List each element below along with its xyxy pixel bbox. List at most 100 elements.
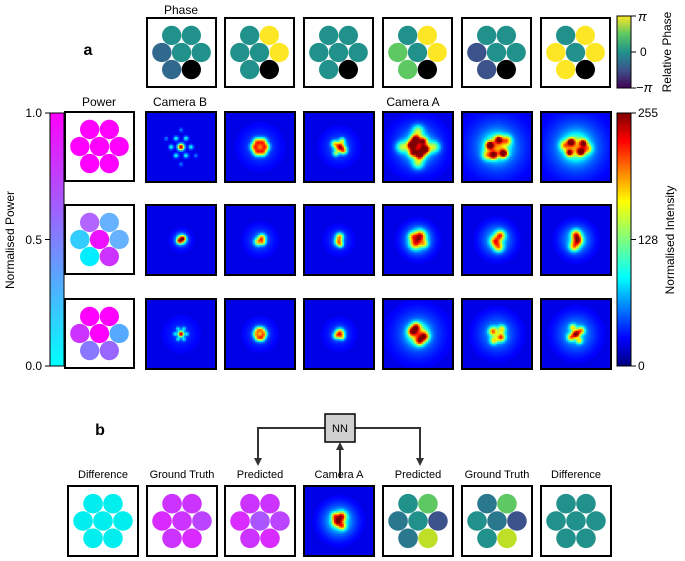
panel-b-label: b [95,422,105,439]
camera-images [146,112,611,369]
phase-pattern-2-core-1 [260,26,279,45]
phase-pattern-5 [462,18,531,87]
camera-b-image-1-1-pixel [193,149,195,151]
phase-pattern-6-core-4 [586,43,605,62]
power-pattern-2-core-6 [100,247,119,266]
phase-pattern-2-core-3 [250,43,269,62]
phase-pattern-2 [225,18,294,87]
camera-a-image-1-2-pixel [265,170,267,172]
phase-pattern-3 [304,18,373,87]
phase-pattern-1 [147,18,216,87]
phase-pattern-1-core-4 [192,43,211,62]
camera-a-image-1-3-pixel [344,167,346,169]
phase-pattern-5-core-3 [487,43,506,62]
phase-pattern-2-core-2 [230,43,249,62]
camera-a-image-1-4 [383,112,453,182]
camera-a-image-1-4-pixel [439,173,441,175]
phase-pattern-4-core-6 [418,60,437,79]
power-pattern-2 [65,205,134,274]
phase-pattern-3-core-2 [309,43,328,62]
phase-pattern-6-core-2 [546,43,565,62]
camera-a-image-1-4-pixel [435,177,437,179]
camera-b-title: Camera B [153,95,207,109]
power-pattern-2-core-3 [90,230,109,249]
camera-a-image-1-4-pixel [431,178,433,180]
camera-a-image-1-2-pixel [270,168,272,170]
power-pattern-3-core-1 [100,307,119,326]
power-pattern-2-core-2 [70,230,89,249]
power-pattern-3-core-3 [90,324,109,343]
phase-pattern-4-core-5 [398,60,417,79]
power-pattern-2-core-5 [80,247,99,266]
phase-pattern-1-core-0 [162,26,181,45]
phase-pattern-2-core-4 [270,43,289,62]
camera-b-image-1-1-pixel [168,139,170,141]
phase-pattern-1-core-1 [182,26,201,45]
camera-a-image-1-5 [462,112,532,182]
power-pattern-1-core-6 [100,154,119,173]
camera-b-image-1-1-pixel [188,140,190,142]
phase-pattern-4-core-3 [408,43,427,62]
panel-a-label: a [84,42,93,59]
phase-pattern-2-core-5 [240,60,259,79]
phase-pattern-4-core-1 [418,26,437,45]
power-pattern-3 [65,299,134,368]
phase-pattern-1-core-2 [152,43,171,62]
phase-pattern-2-core-6 [260,60,279,79]
power-pattern-1-core-5 [80,154,99,173]
phase-pattern-5-core-0 [477,26,496,45]
phase-pattern-5-core-4 [507,43,526,62]
phase-pattern-5-core-6 [497,60,516,79]
phase-pattern-3-core-0 [319,26,338,45]
camera-a-image-1-2 [225,112,295,182]
power-title: Power [82,95,116,109]
camera-b-image-1-1-pixel [181,165,183,167]
camera-a-title: Camera A [386,95,439,109]
phase-pattern-2-core-0 [240,26,259,45]
camera-a-image-1-3 [304,112,374,182]
phase-pattern-6-core-6 [576,60,595,79]
power-pattern-2-core-4 [110,230,129,249]
phase-pattern-3-core-3 [329,43,348,62]
phase-pattern-4 [383,18,452,87]
phase-pattern-5-core-2 [467,43,486,62]
phase-pattern-6-core-0 [556,26,575,45]
phase-pattern-6-core-3 [566,43,585,62]
camera-a-image-1-5-pixel [523,178,525,180]
camera-b-image-1-1-pixel [181,131,183,133]
phase-title: Phase [164,3,198,17]
phase-pattern-6-core-5 [556,60,575,79]
phase-pattern-4-core-4 [428,43,447,62]
power-pattern-1-core-0 [80,120,99,139]
power-pattern-1-core-1 [100,120,119,139]
camera-b-image-1-1 [146,112,216,182]
phase-row [147,18,610,87]
phase-pattern-4-core-0 [398,26,417,45]
phase-pattern-3-core-1 [339,26,358,45]
power-pattern-3-core-6 [100,341,119,360]
power-column [65,112,134,368]
camera-a-image-1-6 [541,112,611,182]
phase-pattern-1-core-6 [182,60,201,79]
camera-b-image-1-1-pixel [196,157,198,159]
power-pattern-1-core-2 [70,137,89,156]
power-pattern-1 [65,112,134,181]
phase-pattern-4-core-2 [388,43,407,62]
phase-pattern-1-core-5 [162,60,181,79]
power-pattern-1-core-4 [110,137,129,156]
camera-b-image-1-1-pixel [176,159,178,161]
power-pattern-2-core-1 [100,213,119,232]
power-pattern-3-core-2 [70,324,89,343]
power-pattern-3-core-4 [110,324,129,343]
phase-pattern-3-core-4 [349,43,368,62]
power-pattern-3-core-0 [80,307,99,326]
phase-pattern-1-core-3 [172,43,191,62]
phase-pattern-3-core-5 [319,60,338,79]
camera-b-image-1-1-pixel [186,159,188,161]
power-pattern-2-core-0 [80,213,99,232]
phase-pattern-5-core-1 [497,26,516,45]
power-pattern-3-core-5 [80,341,99,360]
camera-a-image-1-3-pixel [349,165,351,167]
power-pattern-1-core-3 [90,137,109,156]
